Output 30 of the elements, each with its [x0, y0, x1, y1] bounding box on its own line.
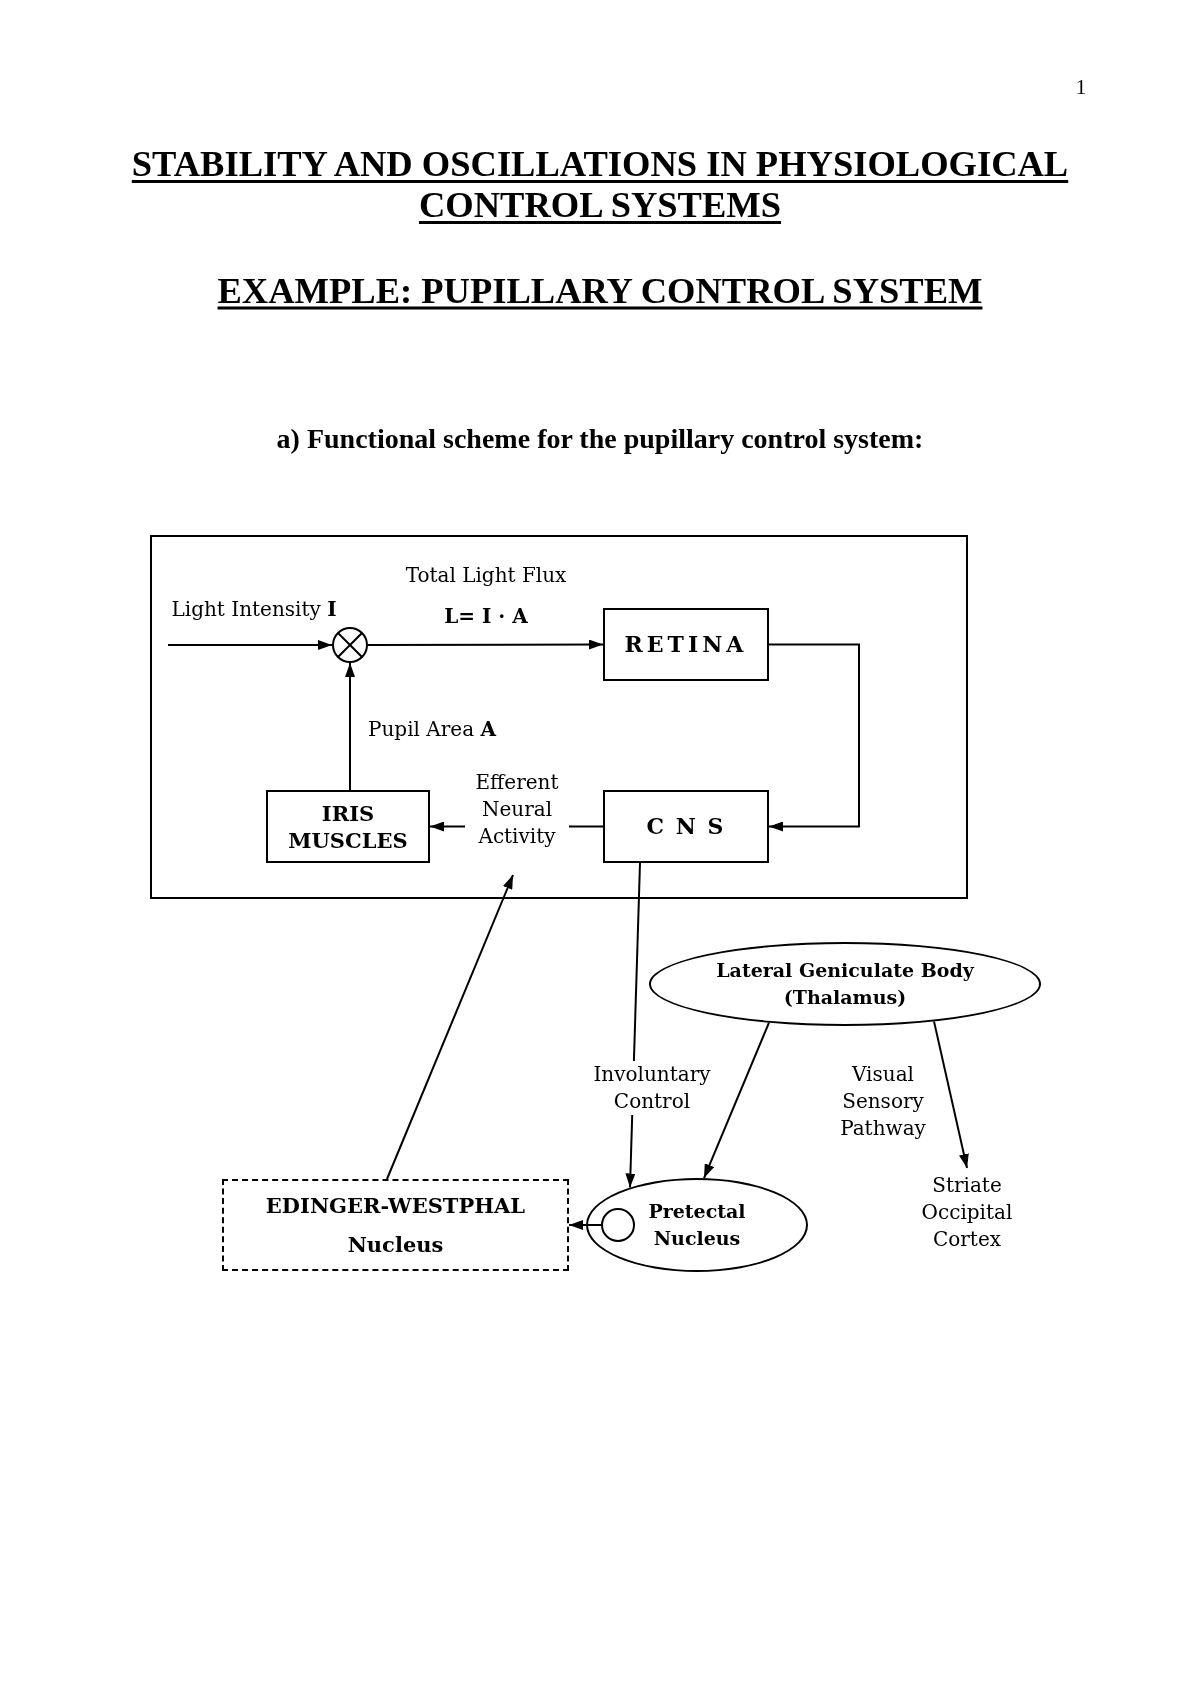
- process-box: [603, 608, 769, 681]
- arrow: [386, 874, 514, 1180]
- enclosing-frame: [150, 535, 968, 899]
- multiplier-junction: [332, 627, 368, 663]
- process-box: [603, 790, 769, 863]
- ellipse-node: [649, 942, 1041, 1026]
- arrow: [345, 662, 355, 791]
- small-circle: [601, 1208, 635, 1242]
- page-number: 1: [1075, 74, 1087, 100]
- node-label: Lateral Geniculate Body (Thalamus): [715, 958, 976, 1010]
- node-label: EDINGER-WESTPHAL: [265, 1192, 526, 1220]
- arrow: [367, 639, 604, 650]
- process-box: [266, 790, 430, 863]
- figure-caption: a) Functional scheme for the pupillary control system:: [276, 423, 924, 455]
- node-label: IRIS MUSCLES: [287, 799, 409, 854]
- ellipse-node: [586, 1178, 808, 1272]
- node-label: C N S: [646, 813, 726, 840]
- node-label: RETINA: [624, 631, 748, 658]
- node-label: Pretectal Nucleus: [647, 1199, 747, 1251]
- page-title: STABILITY AND OSCILLATIONS IN PHYSIOLOGICAL CONTROL SYSTEMS: [130, 143, 1070, 225]
- node-label: Striate Occipital Cortex: [905, 1168, 1029, 1256]
- arrow: [167, 640, 333, 650]
- arrow: [933, 1020, 969, 1169]
- dashed-box: [222, 1179, 569, 1271]
- section-heading: EXAMPLE: PUPILLARY CONTROL SYSTEM: [217, 268, 983, 312]
- arrow: [768, 643, 860, 832]
- formula-label: L= I · A: [444, 604, 528, 628]
- arrow: [568, 1220, 602, 1230]
- node-label: Nucleus: [347, 1230, 444, 1258]
- arrow: [703, 1021, 770, 1180]
